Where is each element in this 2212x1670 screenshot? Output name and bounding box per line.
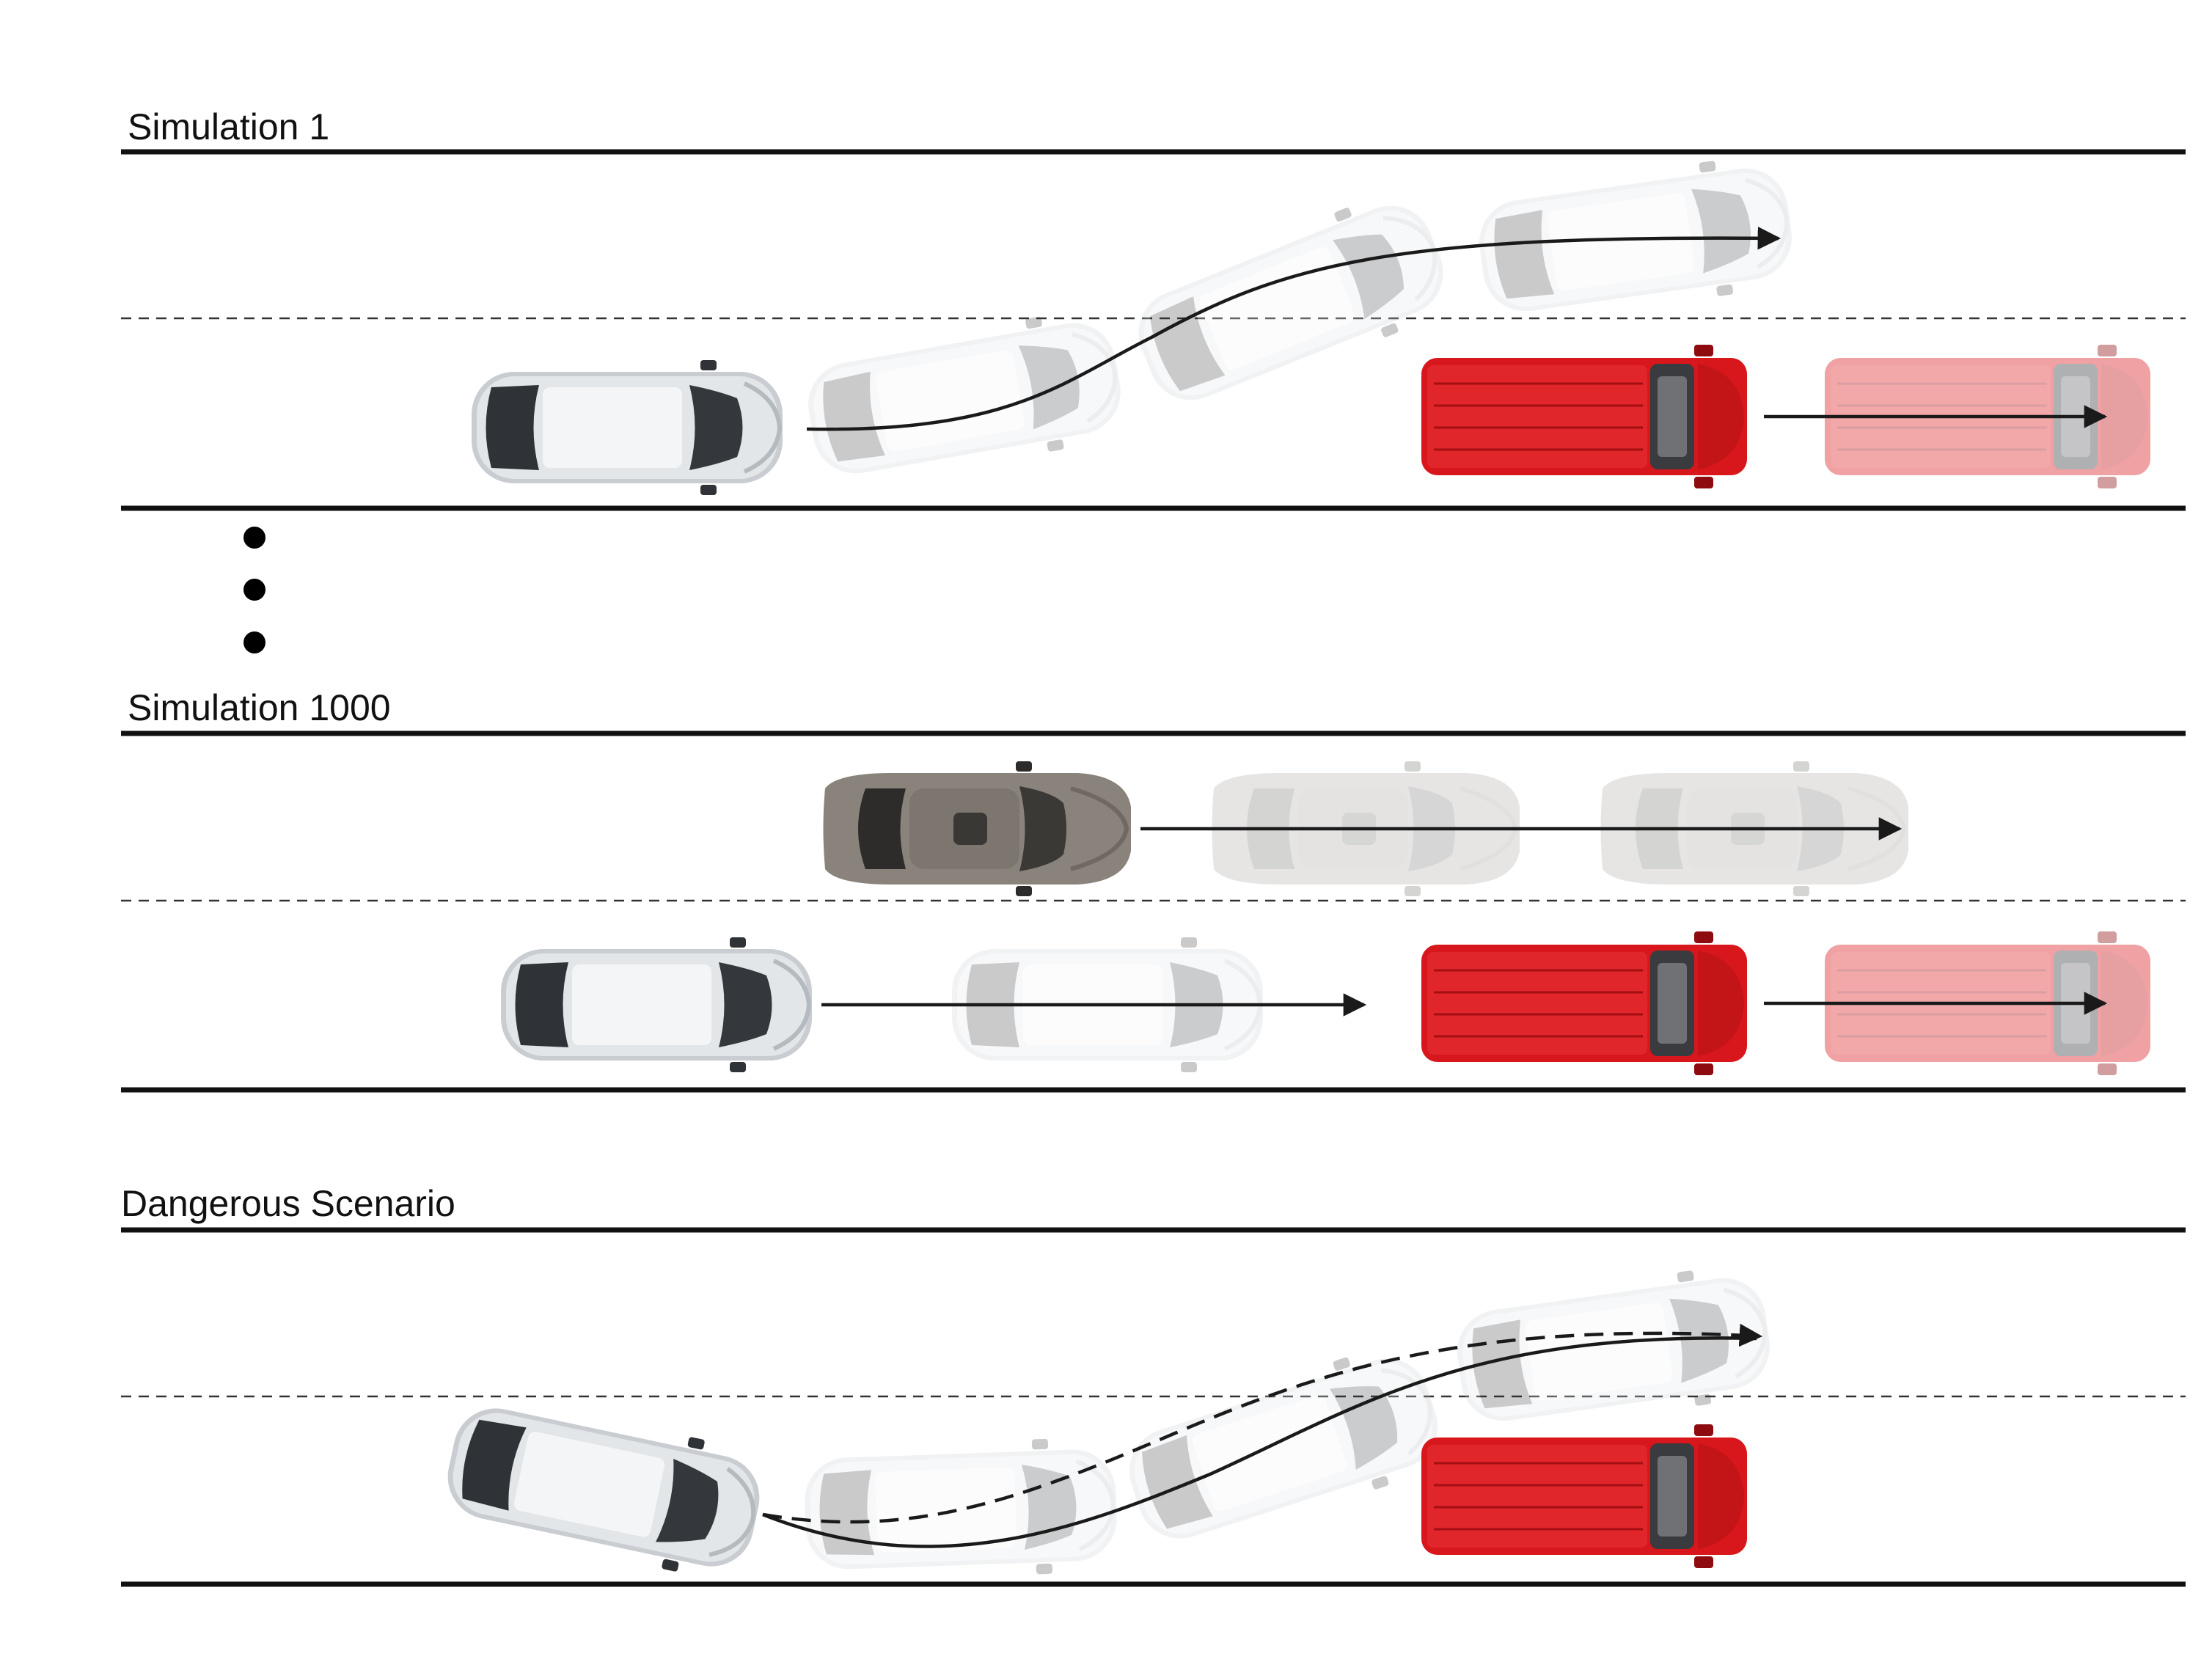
ego-car	[501, 937, 812, 1072]
dangerous-scenario-panel: Dangerous Scenario	[121, 1183, 2186, 1586]
red-van	[1421, 931, 1747, 1075]
dangerous-scenario-title: Dangerous Scenario	[121, 1183, 455, 1224]
simulation-1000-title: Simulation 1000	[128, 687, 391, 728]
dot	[243, 527, 265, 549]
dot	[243, 631, 265, 653]
ego-car	[438, 1389, 770, 1586]
red-van	[1421, 1424, 1747, 1568]
dot	[243, 579, 265, 601]
ego-car-ghost	[1115, 1336, 1452, 1561]
ellipsis-dots	[243, 527, 265, 653]
grey-sedan	[824, 761, 1132, 896]
ego-car-ghost	[1450, 1261, 1776, 1438]
red-van	[1421, 345, 1747, 488]
ego-car-ghost	[803, 1437, 1118, 1583]
simulation-1-title: Simulation 1	[128, 106, 329, 147]
ego-car-ghost	[799, 305, 1129, 492]
ego-car-ghost	[1121, 182, 1460, 423]
simulation-1-panel: Simulation 1	[121, 106, 2186, 508]
ego-car	[472, 360, 783, 495]
simulation-1000-panel: Simulation 1000	[121, 687, 2186, 1090]
